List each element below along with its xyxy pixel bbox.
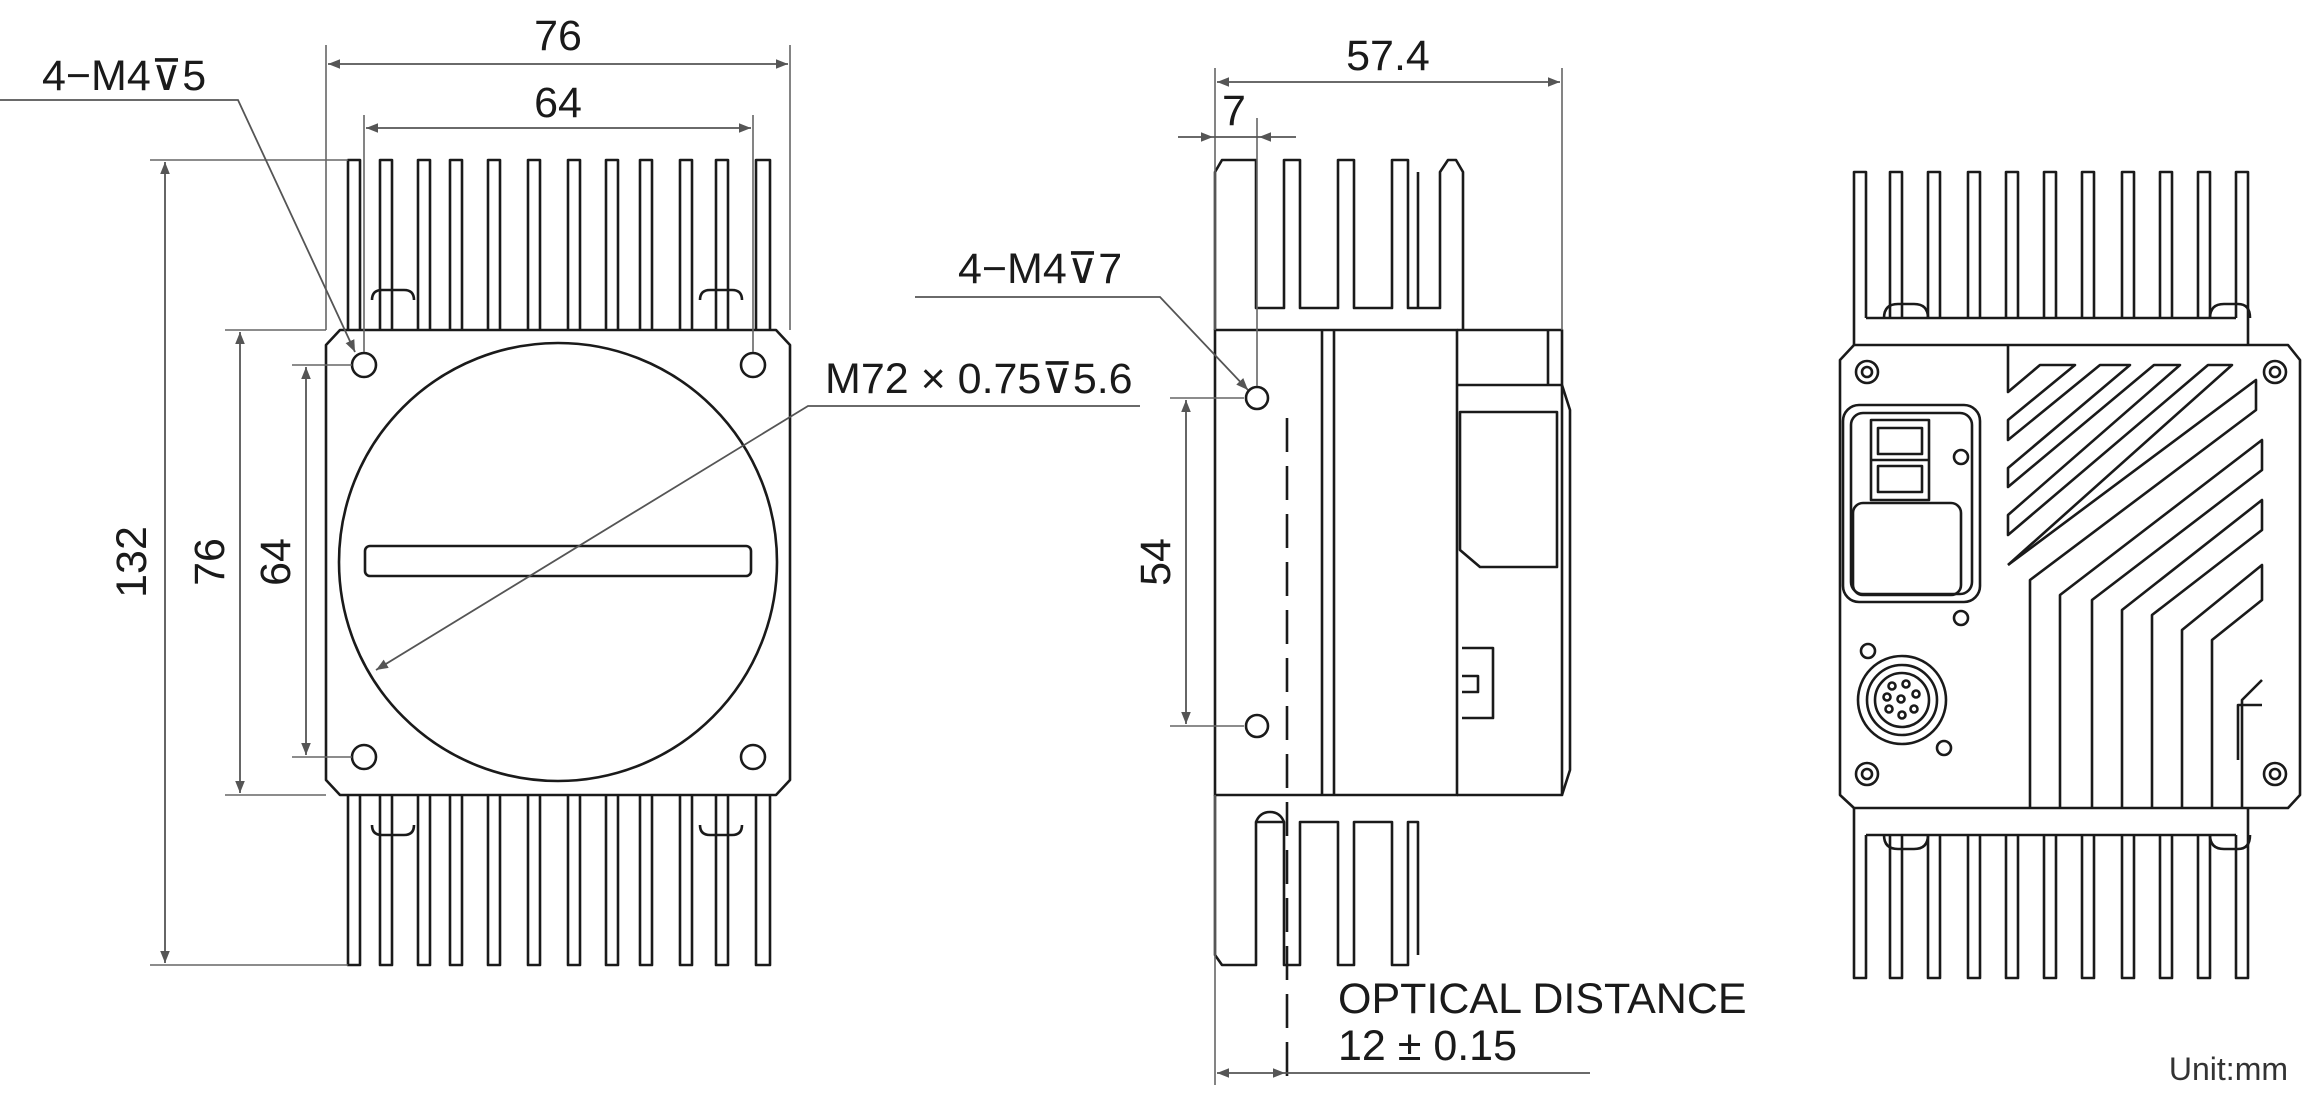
rear-top-heatsink [1852, 170, 2250, 345]
mount-hole [350, 743, 378, 771]
front-top-heatsink [346, 158, 772, 330]
io-connector-icon [1856, 642, 1953, 757]
rear-view [1838, 170, 2302, 980]
side-view: 57.4 7 54 4−M4⊽7 OPTICAL DISTANCE 12 ± 0… [915, 32, 1747, 1085]
dim-front-height-132: 132 [108, 526, 156, 598]
dim-front-width-76: 76 [534, 12, 582, 60]
callout-side-holes: 4−M4⊽7 [958, 245, 1122, 293]
dim-front-hole-span-64: 64 [534, 79, 582, 127]
side-mount-hole [1244, 713, 1270, 739]
callout-lens-mount: M72 × 0.75⊽5.6 [825, 355, 1133, 403]
side-bottom-heatsink [1213, 795, 1420, 967]
optical-distance-title: OPTICAL DISTANCE [1338, 975, 1747, 1023]
mount-hole [739, 743, 767, 771]
unit-label: Unit:mm [2169, 1051, 2288, 1087]
front-body [324, 328, 792, 797]
front-bottom-heatsink [346, 795, 772, 967]
sensor-slot [363, 544, 753, 578]
callout-front-holes: 4−M4⊽5 [42, 52, 206, 100]
side-mount-hole [1244, 385, 1270, 411]
ethernet-port-icon [1841, 403, 1982, 627]
screw-icon [1854, 359, 2288, 787]
lens-mount-circle [337, 341, 779, 783]
mount-hole [350, 351, 378, 379]
side-body [1213, 328, 1459, 797]
front-view: 76 64 132 76 64 4−M4⊽5 M72 × 0.75⊽5.6 [0, 12, 1140, 967]
dim-front-body-height-76: 76 [186, 538, 234, 586]
rear-fin-pattern [2006, 345, 2264, 808]
side-top-heatsink [1213, 158, 1465, 330]
dim-side-hole-spacing-54: 54 [1132, 538, 1180, 586]
dim-side-depth-57-4: 57.4 [1346, 32, 1430, 80]
mount-hole [739, 351, 767, 379]
optical-distance-value: 12 ± 0.15 [1338, 1022, 1517, 1070]
dim-front-hole-height-64: 64 [252, 538, 300, 586]
rear-bottom-heatsink [1852, 808, 2250, 980]
dim-side-hole-offset-7: 7 [1222, 87, 1246, 135]
rear-body [1838, 343, 2302, 810]
